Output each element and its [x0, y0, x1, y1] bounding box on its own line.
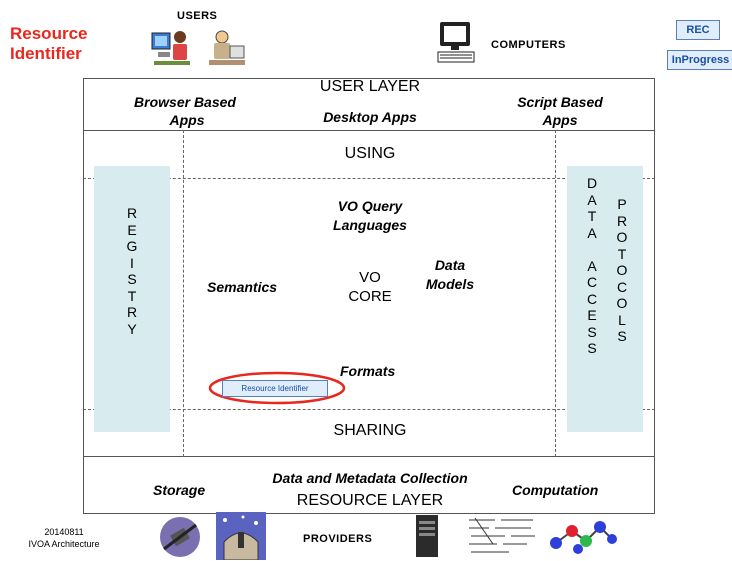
- dashed-line-top: [83, 178, 655, 179]
- data-models-label: Data Models: [425, 257, 475, 292]
- in-progress-badge: InProgress: [667, 50, 732, 70]
- formats-label: Formats: [340, 363, 396, 379]
- user-woman-icon: [151, 31, 190, 65]
- vo-query-languages-label: VO Query Languages: [333, 198, 407, 233]
- page-title: Resource Identifier: [10, 24, 87, 64]
- sharing-label: SHARING: [333, 422, 407, 439]
- user-man-icon: [209, 30, 245, 65]
- semantics-label: Semantics: [207, 279, 278, 295]
- computers-label: COMPUTERS: [491, 39, 566, 51]
- storage-label: Storage: [153, 482, 206, 498]
- computer-icon: [437, 22, 475, 63]
- dashed-line-bottom: [83, 409, 655, 410]
- users-label: USERS: [177, 10, 218, 22]
- browser-apps-label: Browser Based Apps: [134, 94, 236, 128]
- observatory-icon: [216, 512, 266, 560]
- core-frame: [83, 130, 655, 457]
- data-access-protocols-panel: [567, 166, 643, 432]
- registry-panel: [94, 166, 170, 432]
- using-label: USING: [344, 145, 396, 162]
- satellite-icon: [160, 517, 200, 557]
- rec-badge: REC: [676, 20, 720, 40]
- data-access-label: D A T A A C C E S S: [586, 175, 598, 356]
- equations-icon: [469, 517, 535, 553]
- server-icon: [416, 515, 438, 557]
- title-line-2: Identifier: [10, 44, 82, 63]
- desktop-apps-label: Desktop Apps: [323, 109, 417, 125]
- providers-label: PROVIDERS: [303, 533, 373, 545]
- registry-label: R E G I S T R Y: [126, 205, 138, 337]
- data-metadata-collection-label: Data and Metadata Collection: [272, 470, 468, 486]
- vo-core-label: VO CORE: [348, 269, 392, 305]
- molecule-icon: [550, 521, 617, 554]
- protocols-label: P R O T O C O L S: [616, 196, 628, 344]
- resource-layer-title: RESOURCE LAYER: [296, 492, 444, 509]
- footer-info: 20140811 IVOA Architecture: [28, 527, 100, 549]
- title-line-1: Resource: [10, 24, 88, 43]
- dashed-line-right: [555, 130, 556, 457]
- user-layer-title: USER LAYER: [319, 78, 421, 95]
- highlight-ellipse: [208, 371, 346, 405]
- dashed-line-left: [183, 130, 184, 457]
- resource-identifier-box: Resource Identifier: [222, 380, 328, 397]
- computation-label: Computation: [512, 482, 599, 498]
- script-apps-label: Script Based Apps: [517, 94, 603, 128]
